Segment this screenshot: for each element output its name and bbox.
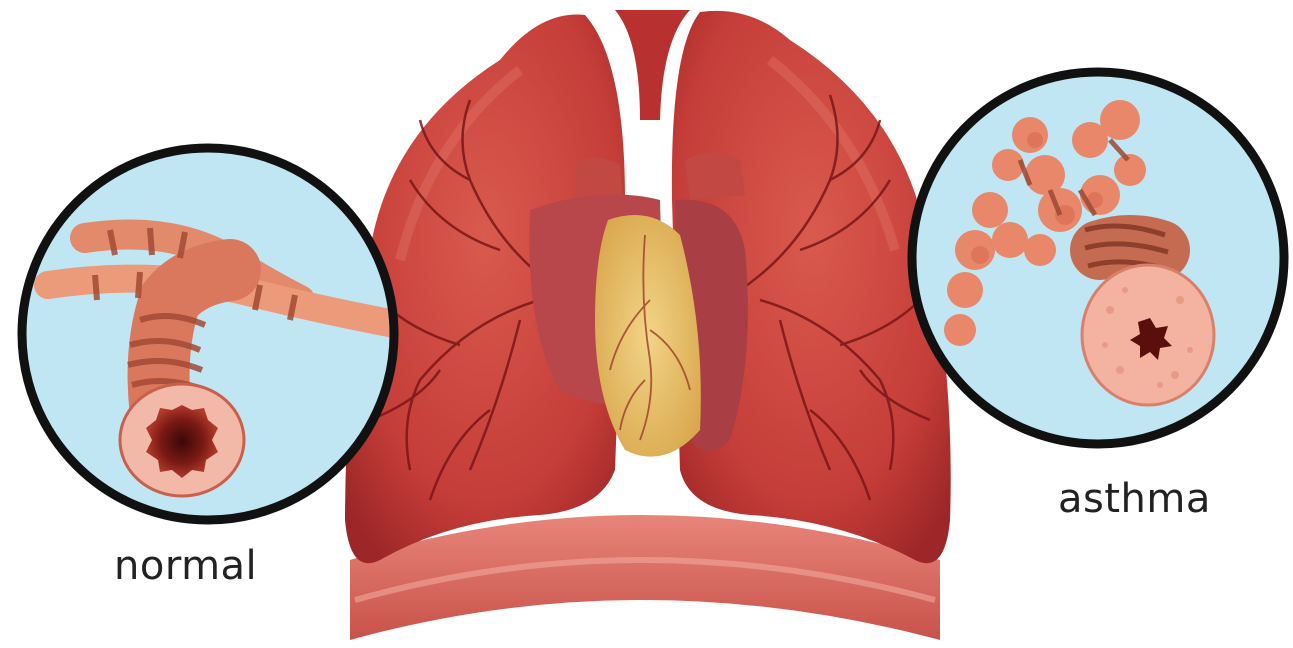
asthma-airway-inset	[912, 72, 1284, 444]
asthma-label: asthma	[1058, 476, 1211, 522]
lungs-illustration	[345, 10, 951, 640]
normal-label: normal	[114, 543, 257, 589]
normal-airway-inset	[22, 148, 400, 520]
